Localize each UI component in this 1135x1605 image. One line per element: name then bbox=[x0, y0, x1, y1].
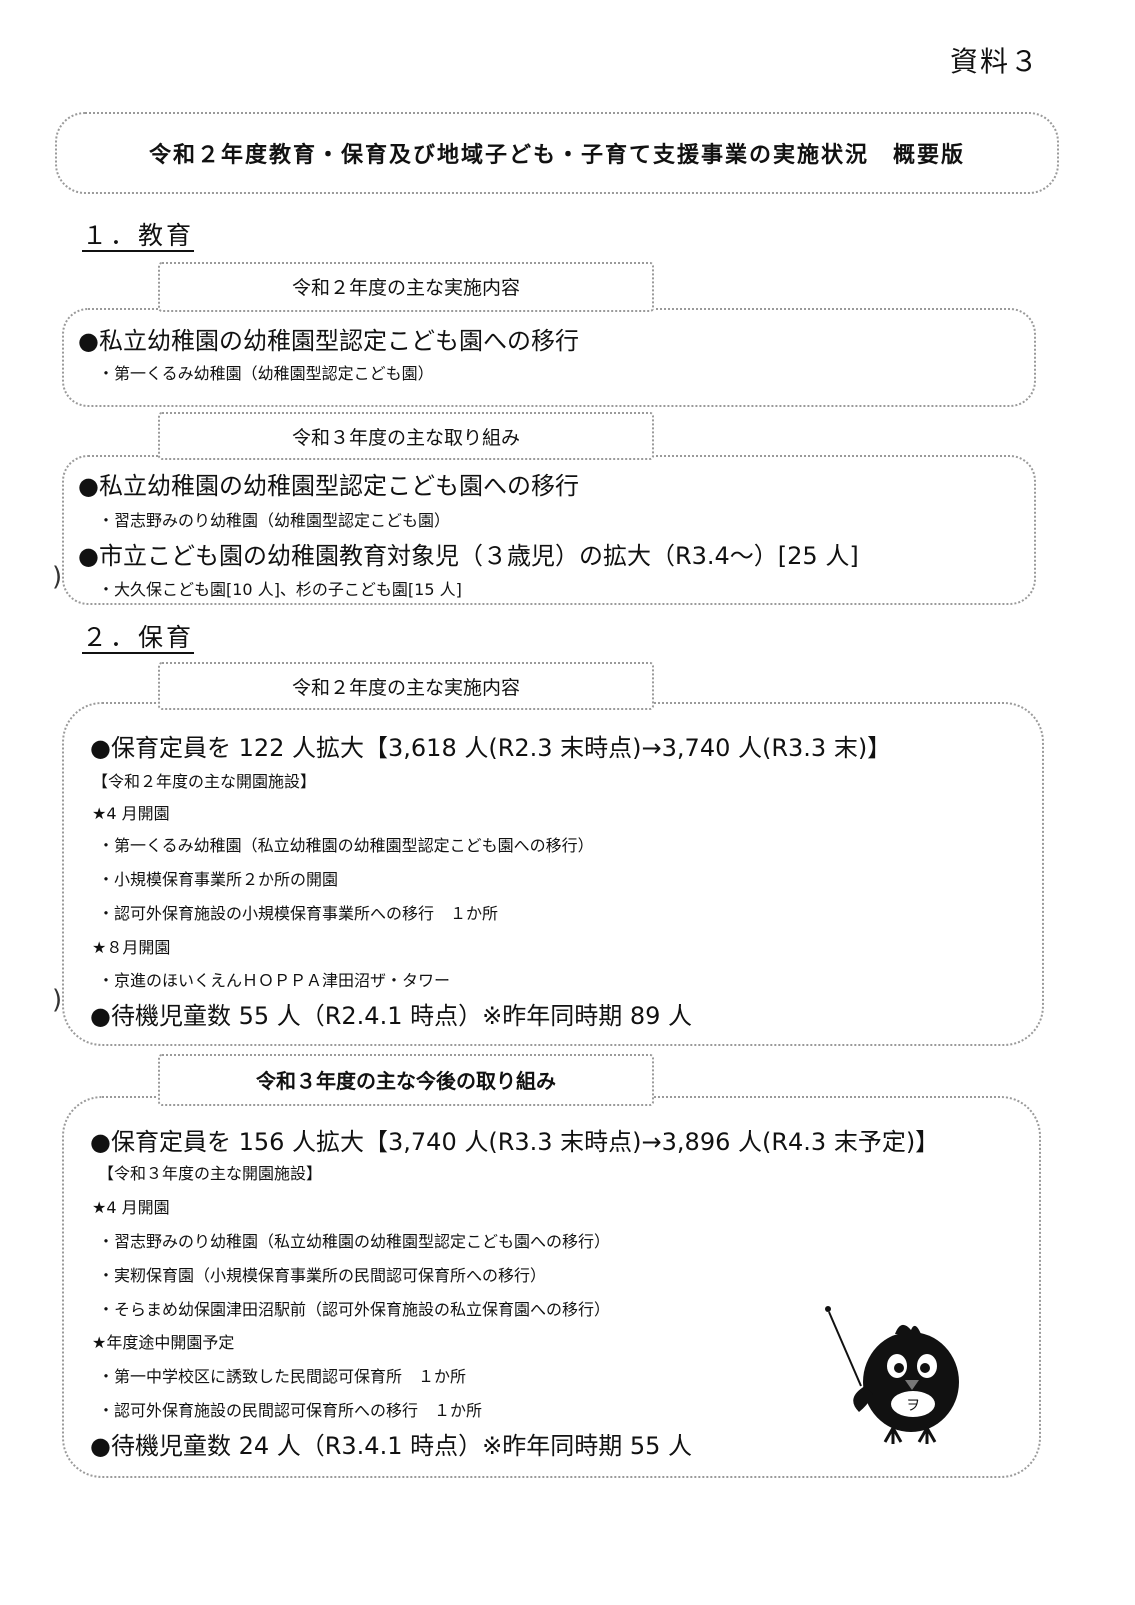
childcare-plans-april-item: ・そらまめ幼保園津田沼駅前（認可外保育施設の私立保育園への移行） bbox=[98, 1300, 611, 1319]
childcare-plans-label: 令和３年度の主な今後の取り組み bbox=[158, 1054, 654, 1106]
education-plans-item-1-sub: ・習志野みのり幼稚園（幼稚園型認定こども園） bbox=[98, 511, 451, 530]
page-title: 令和２年度教育・保育及び地域子ども・子育て支援事業の実施状況 概要版 bbox=[148, 143, 965, 168]
bird-mascot-icon: ヲ bbox=[825, 1306, 959, 1444]
education-plans-label-text: 令和３年度の主な取り組み bbox=[291, 427, 520, 449]
childcare-results-label: 令和２年度の主な実施内容 bbox=[158, 662, 654, 710]
childcare-plans-midyear: ★年度途中開園予定 bbox=[92, 1333, 235, 1352]
education-results-label-text: 令和２年度の主な実施内容 bbox=[291, 277, 520, 299]
title-box: 令和２年度教育・保育及び地域子ども・子育て支援事業の実施状況 概要版 bbox=[55, 112, 1059, 194]
childcare-plans-label-text: 令和３年度の主な今後の取り組み bbox=[256, 1069, 556, 1093]
childcare-plans-facilities-heading: 【令和３年度の主な開園施設】 bbox=[98, 1164, 323, 1183]
childcare-plans-april: ★4 月開園 bbox=[92, 1198, 170, 1217]
childcare-plans-capacity: ●保育定員を 156 人拡大【3,740 人(R3.3 末時点)→3,896 人… bbox=[90, 1128, 940, 1156]
education-plans-item-2: ●市立こども園の幼稚園教育対象児（３歳児）の拡大（R3.4～）[25 人] bbox=[78, 542, 859, 570]
childcare-plans-april-item: ・実籾保育園（小規模保育事業所の民間認可保育所への移行） bbox=[98, 1266, 547, 1285]
childcare-results-april-item: ・認可外保育施設の小規模保育事業所への移行 １か所 bbox=[98, 904, 499, 923]
childcare-plans-midyear-item: ・認可外保育施設の民間認可保育所への移行 １か所 bbox=[98, 1401, 483, 1420]
document-id: 資料３ bbox=[949, 45, 1040, 78]
education-results-item-1: ●私立幼稚園の幼稚園型認定こども園への移行 bbox=[78, 327, 579, 355]
childcare-results-april: ★4 月開園 bbox=[92, 804, 170, 823]
childcare-results-label-text: 令和２年度の主な実施内容 bbox=[291, 677, 520, 699]
childcare-results-april-item: ・小規模保育事業所２か所の開園 bbox=[98, 870, 339, 889]
childcare-results-facilities-heading: 【令和２年度の主な開園施設】 bbox=[92, 772, 317, 791]
childcare-results-capacity: ●保育定員を 122 人拡大【3,618 人(R2.3 末時点)→3,740 人… bbox=[90, 734, 892, 762]
section-heading-education: １．教育 bbox=[82, 221, 195, 250]
education-plans-label: 令和３年度の主な取り組み bbox=[158, 412, 654, 460]
childcare-plans-midyear-item: ・第一中学校区に誘致した民間認可保育所 １か所 bbox=[98, 1367, 467, 1386]
childcare-plans-waiting: ●待機児童数 24 人（R3.4.1 時点）※昨年同時期 55 人 bbox=[90, 1432, 693, 1460]
svg-text:ヲ: ヲ bbox=[906, 1398, 920, 1414]
childcare-results-april-item: ・第一くるみ幼稚園（私立幼稚園の幼稚園型認定こども園への移行） bbox=[98, 836, 594, 855]
education-plans-item-1: ●私立幼稚園の幼稚園型認定こども園への移行 bbox=[78, 472, 579, 500]
scan-mark: ) bbox=[52, 985, 63, 1015]
childcare-results-august: ★８月開園 bbox=[92, 938, 171, 957]
childcare-results-august-item: ・京進のほいくえんＨＯＰＰＡ津田沼ザ・タワー bbox=[98, 971, 451, 990]
childcare-results-waiting: ●待機児童数 55 人（R2.4.1 時点）※昨年同時期 89 人 bbox=[90, 1002, 693, 1030]
education-results-item-1-sub: ・第一くるみ幼稚園（幼稚園型認定こども園） bbox=[98, 364, 434, 383]
education-results-label: 令和２年度の主な実施内容 bbox=[158, 262, 654, 312]
section-heading-childcare: ２．保育 bbox=[82, 623, 195, 652]
scan-mark: ) bbox=[52, 562, 63, 592]
education-plans-item-2-sub: ・大久保こども園[10 人]、杉の子こども園[15 人] bbox=[98, 580, 462, 599]
childcare-plans-april-item: ・習志野みのり幼稚園（私立幼稚園の幼稚園型認定こども園への移行） bbox=[98, 1232, 611, 1251]
